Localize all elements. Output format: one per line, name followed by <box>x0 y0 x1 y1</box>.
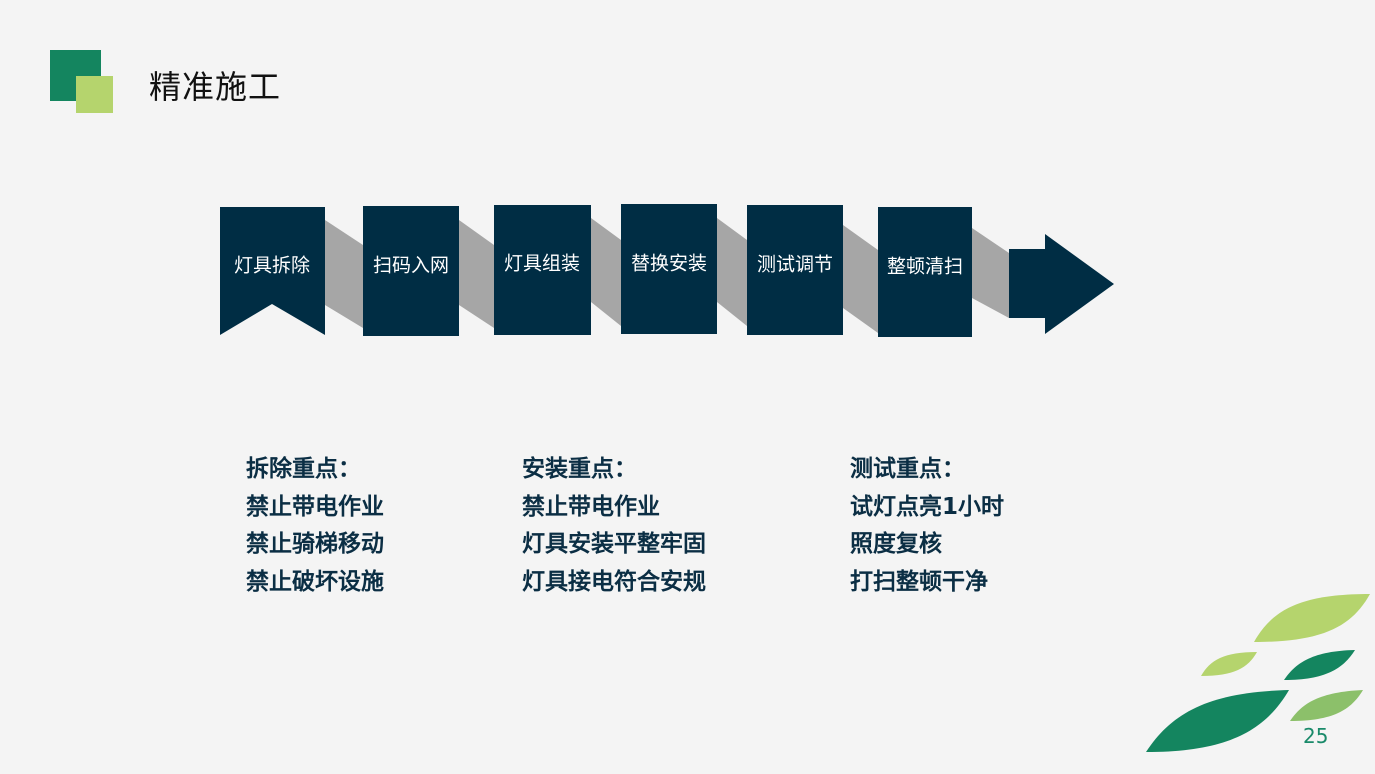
notes-item: 灯具接电符合安规 <box>522 568 706 595</box>
leaf-shape <box>1284 650 1355 680</box>
notes-item: 禁止带电作业 <box>246 493 384 520</box>
leaf-shape <box>1146 690 1289 752</box>
arrow-end-shape <box>1009 234 1114 334</box>
connector-2 <box>459 220 494 328</box>
page-number: 25 <box>1303 724 1329 748</box>
connector-5 <box>843 225 878 333</box>
notes-testing: 测试重点： 试灯点亮1小时 照度复核 打扫整顿干净 <box>850 451 1004 601</box>
step-5-shape <box>747 205 843 335</box>
step-2-label: 扫码入网 <box>372 254 450 277</box>
leaf-shape <box>1201 652 1257 676</box>
step-5-label: 测试调节 <box>756 253 834 276</box>
notes-heading: 测试重点： <box>850 456 965 482</box>
step-4-shape <box>621 204 717 334</box>
notes-item: 禁止带电作业 <box>522 493 660 520</box>
notes-item: 照度复核 <box>850 531 942 557</box>
step-4-label: 替换安装 <box>630 252 708 275</box>
step-3-shape <box>494 205 591 335</box>
step-2-shape <box>363 206 459 336</box>
connector-1 <box>325 220 363 328</box>
step-6-shape <box>878 207 972 337</box>
notes-removal: 拆除重点： 禁止带电作业 禁止骑梯移动 禁止破坏设施 <box>246 451 384 601</box>
notes-item: 禁止破坏设施 <box>246 568 384 595</box>
leaf-shape <box>1290 690 1363 721</box>
notes-heading: 安装重点： <box>522 456 637 482</box>
notes-item: 灯具安装平整牢固 <box>522 531 706 557</box>
notes-item: 禁止骑梯移动 <box>246 531 384 557</box>
notes-item: 打扫整顿干净 <box>850 568 988 595</box>
connector-4 <box>717 218 747 326</box>
leaf-shape <box>1254 594 1370 642</box>
notes-installation: 安装重点： 禁止带电作业 灯具安装平整牢固 灯具接电符合安规 <box>522 451 706 601</box>
step-6-label: 整顿清扫 <box>886 255 964 278</box>
notes-heading: 拆除重点： <box>246 456 361 482</box>
title-decoration-light-square <box>76 76 113 113</box>
notes-item: 试灯点亮1小时 <box>850 493 1005 520</box>
connector-3 <box>591 218 621 326</box>
step-1-shape <box>220 207 325 335</box>
slide-title: 精准施工 <box>149 68 282 106</box>
connector-6 <box>972 228 1009 318</box>
step-3-label: 灯具组装 <box>503 252 581 275</box>
step-1-label: 灯具拆除 <box>233 254 311 277</box>
